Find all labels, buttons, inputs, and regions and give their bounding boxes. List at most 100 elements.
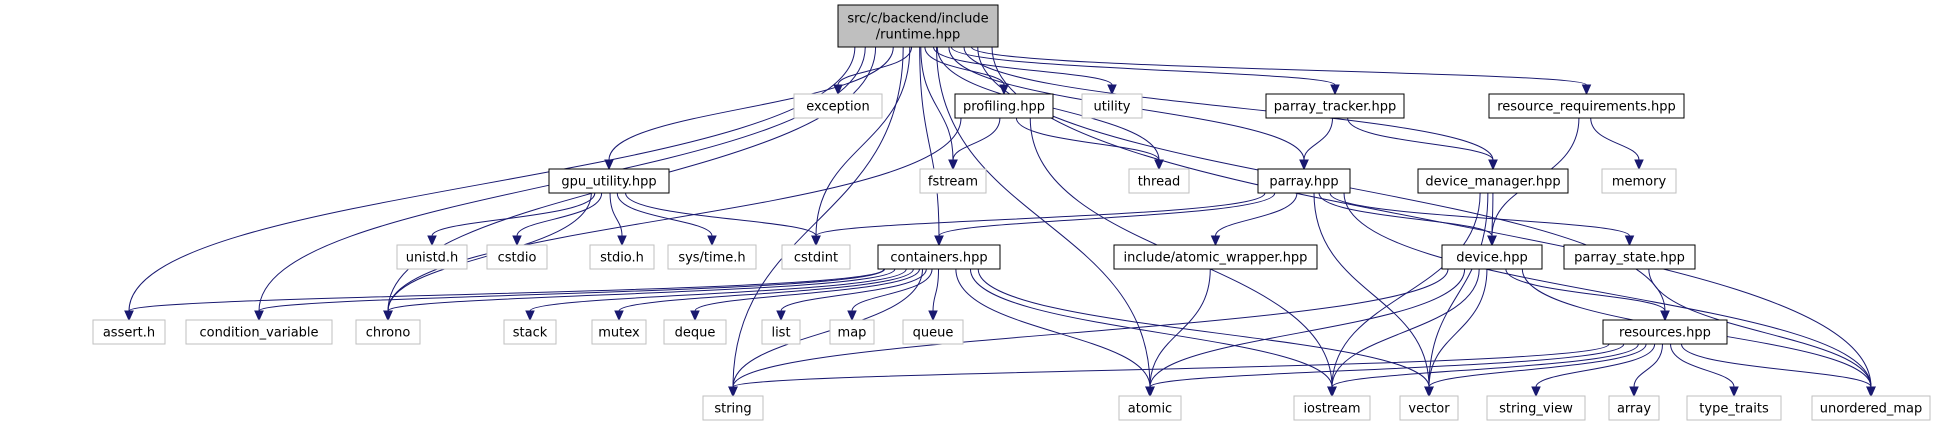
edge-line bbox=[851, 268, 933, 312]
node-device-manager[interactable]: device_manager.hpp bbox=[1417, 168, 1569, 194]
edge-arrowhead bbox=[1299, 159, 1309, 171]
edge-parray-to-cstdint bbox=[811, 192, 1266, 247]
edge-line bbox=[694, 268, 920, 312]
edge-arrowhead bbox=[1154, 159, 1164, 171]
node-box bbox=[1563, 244, 1696, 270]
node-atomic-wrapper[interactable]: include/atomic_wrapper.hpp bbox=[1113, 244, 1318, 270]
edge-resources-to-string bbox=[728, 343, 1610, 398]
edge-line bbox=[1149, 268, 1466, 388]
edge-line bbox=[1215, 192, 1298, 237]
node-unordered-map: unordered_map bbox=[1811, 395, 1931, 421]
node-label: resources.hpp bbox=[1619, 326, 1711, 341]
edge-arrowhead bbox=[728, 386, 738, 398]
edge-line bbox=[1491, 192, 1494, 237]
node-array: array bbox=[1608, 395, 1660, 421]
node-box bbox=[396, 244, 468, 270]
edge-line bbox=[258, 268, 886, 312]
node-label: cstdint bbox=[794, 251, 838, 266]
edge-arrowhead bbox=[690, 310, 700, 322]
edge-line bbox=[128, 268, 885, 312]
node-label: utility bbox=[1094, 100, 1131, 115]
node-label: memory bbox=[1612, 175, 1667, 190]
edge-arrowhead bbox=[1866, 386, 1876, 398]
edge-line bbox=[387, 117, 962, 312]
edge-arrowhead bbox=[525, 310, 535, 322]
node-containers[interactable]: containers.hpp bbox=[877, 244, 1001, 270]
node-box bbox=[919, 168, 987, 194]
edge-containers-to-map bbox=[847, 268, 933, 322]
node-chrono: chrono bbox=[355, 319, 421, 345]
node-resource-requirements[interactable]: resource_requirements.hpp bbox=[1488, 93, 1685, 119]
edge-containers-to-deque bbox=[690, 268, 920, 322]
edge-line bbox=[815, 46, 911, 237]
node-label: cstdio bbox=[498, 251, 537, 266]
edge-containers-to-list bbox=[776, 268, 927, 322]
node-parray-tracker[interactable]: parray_tracker.hpp bbox=[1265, 93, 1405, 119]
node-profiling[interactable]: profiling.hpp bbox=[954, 93, 1054, 119]
node-thread: thread bbox=[1128, 168, 1190, 194]
node-box bbox=[185, 319, 333, 345]
edge-arrowhead bbox=[1660, 310, 1670, 322]
node-gpu-utility[interactable]: gpu_utility.hpp bbox=[548, 168, 670, 194]
edge-line bbox=[1329, 192, 1630, 237]
edge-parray_tracker-to-device_manager bbox=[1347, 117, 1498, 171]
node-box bbox=[781, 244, 851, 270]
node-box bbox=[591, 319, 647, 345]
node-atomic: atomic bbox=[1118, 395, 1182, 421]
edge-line bbox=[732, 46, 904, 388]
node-box bbox=[1265, 93, 1405, 119]
edge-resources-to-iostream bbox=[1327, 343, 1639, 398]
edge-line bbox=[1347, 117, 1494, 161]
edge-arrowhead bbox=[948, 159, 958, 171]
node-device[interactable]: device.hpp bbox=[1441, 244, 1543, 270]
edge-line bbox=[1313, 192, 1430, 388]
edge-line bbox=[1648, 268, 1872, 388]
node-box bbox=[1118, 395, 1182, 421]
node-box bbox=[1601, 168, 1677, 194]
edge-arrowhead bbox=[1487, 235, 1497, 247]
edge-line bbox=[618, 268, 914, 312]
node-label: include/atomic_wrapper.hpp bbox=[1124, 251, 1308, 266]
edge-device_manager-to-device bbox=[1487, 192, 1497, 247]
edge-line bbox=[1670, 343, 1735, 388]
edge-line bbox=[924, 46, 1005, 86]
edge-containers-to-mutex bbox=[614, 268, 914, 322]
node-box bbox=[548, 168, 670, 194]
node-box bbox=[1081, 93, 1143, 119]
edge-resources-to-vector bbox=[1424, 343, 1647, 398]
node-label: stack bbox=[513, 326, 548, 341]
edge-arrowhead bbox=[1581, 84, 1592, 96]
edge-parray-to-atomic_wrapper bbox=[1210, 192, 1298, 247]
edge-containers-to-chrono bbox=[383, 268, 896, 322]
node-list: list bbox=[761, 319, 801, 345]
edge-line bbox=[1535, 343, 1656, 388]
edge-runtime-to-resource_requirements bbox=[970, 46, 1592, 96]
edge-arrowhead bbox=[1488, 159, 1498, 171]
node-stack: stack bbox=[503, 319, 557, 345]
node-label: thread bbox=[1138, 175, 1181, 190]
node-label: fstream bbox=[928, 175, 978, 190]
node-box bbox=[1488, 93, 1685, 119]
edge-line bbox=[608, 46, 894, 161]
node-exception: exception bbox=[793, 93, 883, 119]
node-runtime[interactable]: src/c/backend/include/runtime.hpp bbox=[837, 4, 999, 48]
edge-line bbox=[938, 192, 1276, 237]
nodes-layer: src/c/backend/include/runtime.hpp excepti… bbox=[92, 4, 1931, 421]
node-parray[interactable]: parray.hpp bbox=[1257, 168, 1351, 194]
edge-line bbox=[1633, 343, 1664, 388]
node-box bbox=[355, 319, 421, 345]
node-label: sys/time.h bbox=[678, 251, 745, 266]
node-label: string bbox=[714, 402, 751, 417]
edge-line bbox=[933, 46, 1113, 86]
node-parray-state[interactable]: parray_state.hpp bbox=[1563, 244, 1696, 270]
edge-line bbox=[609, 192, 623, 237]
edges-layer bbox=[124, 46, 1876, 398]
node-label: resource_requirements.hpp bbox=[1497, 100, 1676, 115]
node-stdio: stdio.h bbox=[589, 244, 655, 270]
node-label: unistd.h bbox=[406, 251, 459, 266]
node-box bbox=[902, 319, 964, 345]
node-box bbox=[1608, 395, 1660, 421]
node-resources[interactable]: resources.hpp bbox=[1602, 319, 1728, 345]
